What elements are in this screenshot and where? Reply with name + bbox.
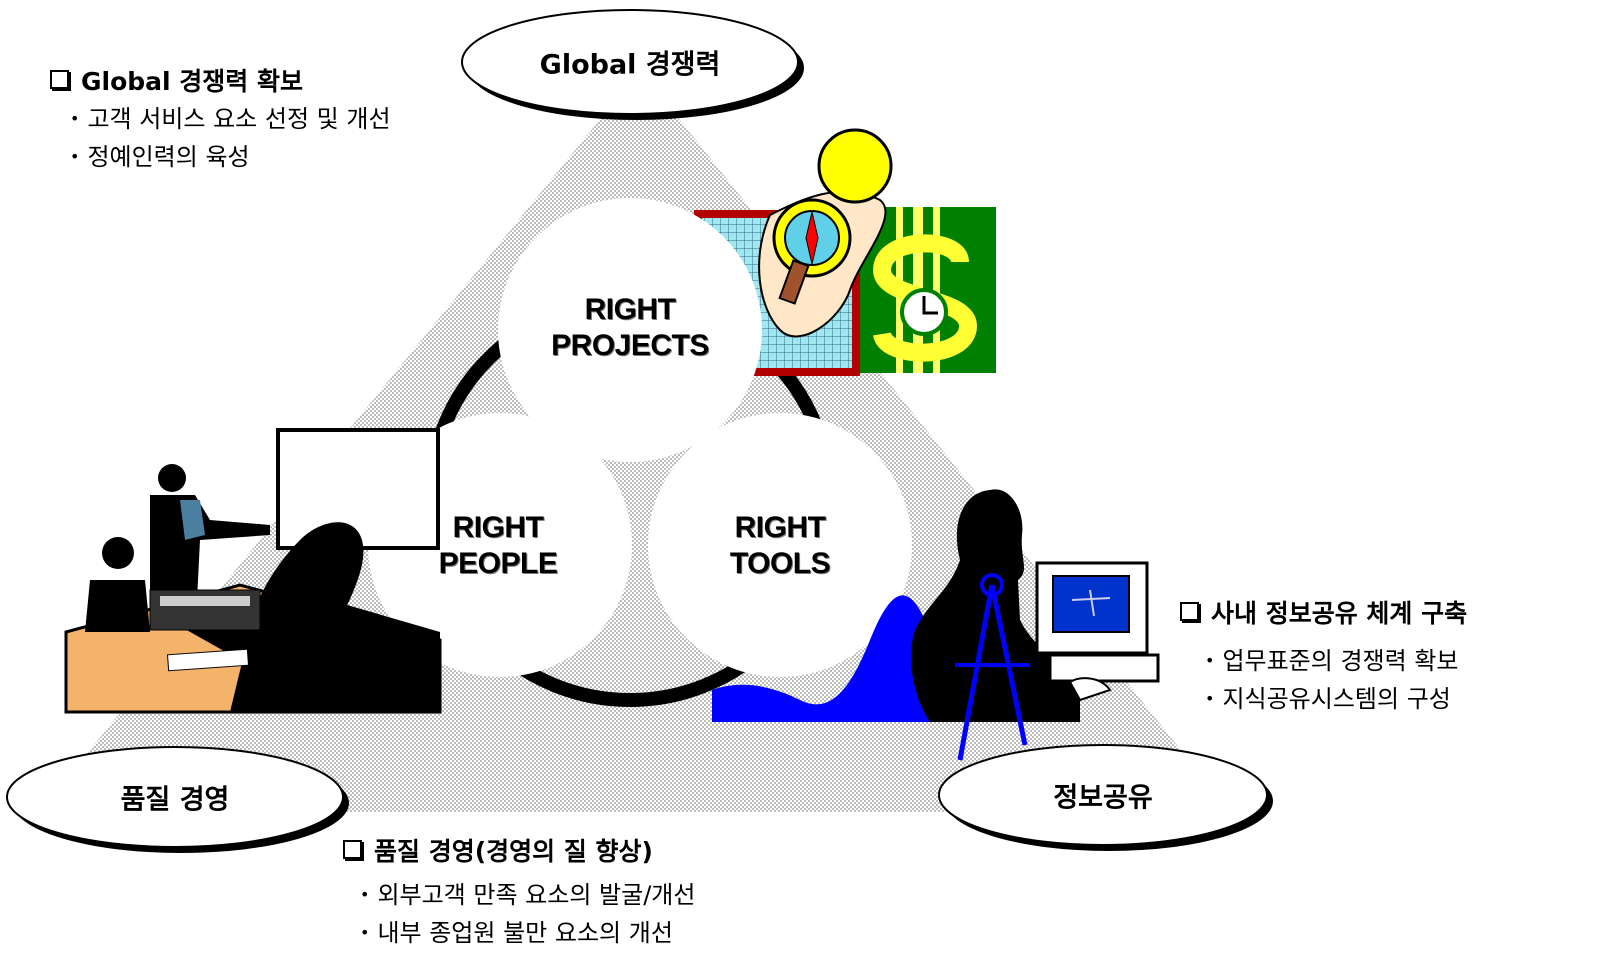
section-global-heading: Global 경쟁력 확보 <box>50 62 303 98</box>
section-info-list: 업무표준의 경쟁력 확보 지식공유시스템의 구성 <box>1205 642 1459 718</box>
circle-label-projects-line1: RIGHT <box>584 293 676 326</box>
section-quality-heading-text: 품질 경영(경영의 질 향상) <box>374 837 653 866</box>
list-item: 고객 서비스 요소 선정 및 개선 <box>70 100 390 138</box>
circle-label-people-line1: RIGHT <box>452 511 544 544</box>
checkbox-bullet-icon <box>1180 602 1199 621</box>
list-item: 외부고객 만족 요소의 발굴/개선 <box>360 876 695 914</box>
section-quality-heading: 품질 경영(경영의 질 향상) <box>343 832 653 868</box>
circle-label-tools-line1: RIGHT <box>734 511 826 544</box>
corner-label-info: 정보공유 <box>1053 782 1153 814</box>
circle-label-people-line2: PEOPLE <box>438 547 558 580</box>
checkbox-bullet-icon <box>343 840 362 859</box>
computer-user-clipart <box>712 489 1160 761</box>
circle-right-tools <box>648 413 912 677</box>
circle-label-people: RIGHT PEOPLE <box>439 510 558 582</box>
ellipse-right <box>938 744 1268 846</box>
circle-label-tools: RIGHT TOOLS <box>729 510 831 582</box>
circle-right-projects <box>498 198 762 462</box>
section-global-heading-text: Global 경쟁력 확보 <box>81 67 304 96</box>
checkbox-bullet-icon <box>50 70 69 89</box>
corner-label-global: Global 경쟁력 <box>539 49 721 81</box>
list-item: 지식공유시스템의 구성 <box>1205 680 1459 718</box>
section-quality-list: 외부고객 만족 요소의 발굴/개선 내부 종업원 불만 요소의 개선 <box>360 876 695 952</box>
circle-label-tools-line2: TOOLS <box>729 547 831 580</box>
ellipse-left <box>6 746 344 848</box>
list-item: 업무표준의 경쟁력 확보 <box>1205 642 1458 680</box>
list-item: 정예인력의 육성 <box>70 138 391 176</box>
compass-hand-clipart <box>758 128 893 338</box>
corner-label-quality: 품질 경영 <box>120 784 230 816</box>
money-clock-clipart <box>860 207 996 373</box>
circle-label-projects: RIGHT PROJECTS <box>551 292 709 364</box>
list-item: 내부 종업원 불만 요소의 개선 <box>360 914 695 952</box>
section-info-heading: 사내 정보공유 체계 구축 <box>1180 594 1467 630</box>
circle-label-projects-line2: PROJECTS <box>551 329 709 362</box>
section-info-heading-text: 사내 정보공유 체계 구축 <box>1211 599 1468 628</box>
presentation-clipart <box>64 428 442 714</box>
section-global-list: 고객 서비스 요소 선정 및 개선 정예인력의 육성 <box>70 100 391 176</box>
ellipse-top <box>461 9 799 115</box>
